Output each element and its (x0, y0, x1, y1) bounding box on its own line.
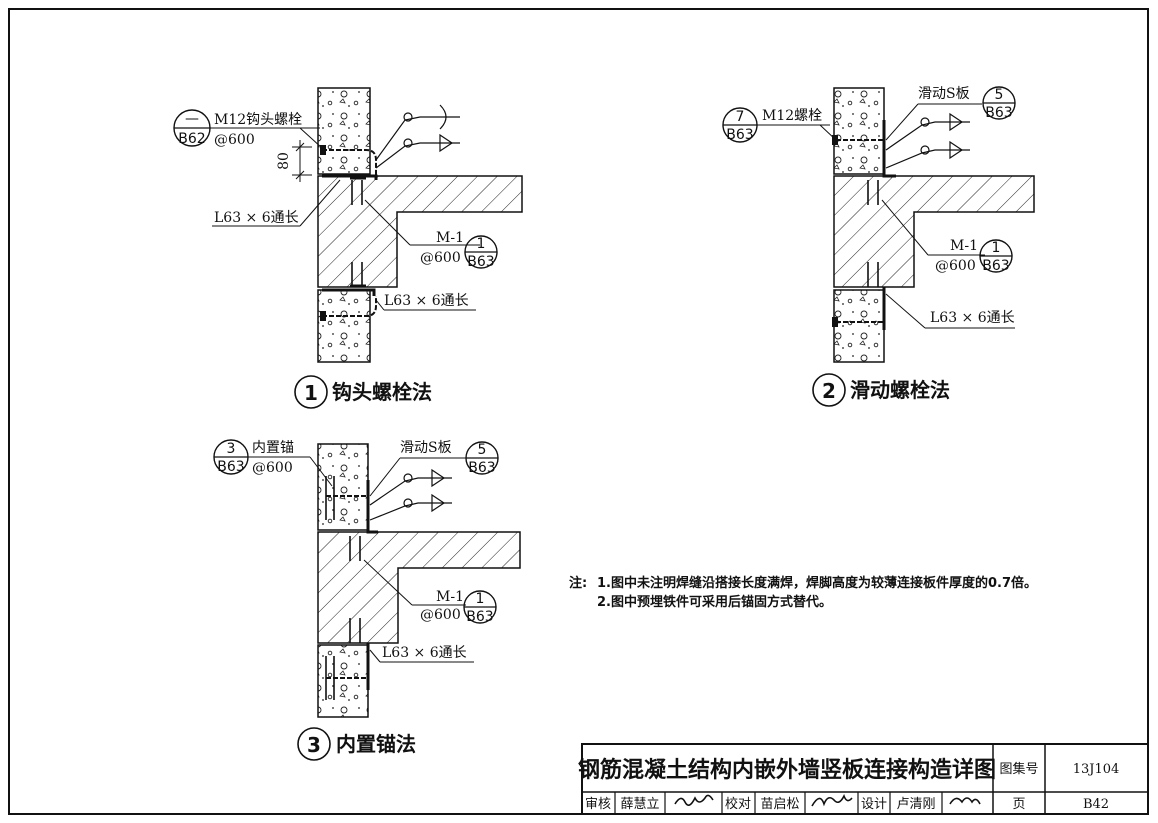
embed-label: M-1 (436, 589, 464, 605)
caption-num-3: 3 (307, 733, 321, 757)
embed-ref-num: 1 (476, 591, 485, 607)
detail-1-hook-bolt: — B62 M12钩头螺栓 @600 80 L63 × 6通长 M-1 @600… (173, 87, 523, 409)
concrete-slab-beam (317, 531, 521, 644)
embed-spacing: @600 (420, 607, 461, 623)
notes: 注: 1.图中未注明焊缝沿搭接长度满焊，焊脚高度为较薄连接板件厚度的0.7倍。 … (569, 575, 1037, 610)
design-signature (949, 797, 981, 805)
embed-spacing: @600 (935, 258, 976, 274)
bolt-label: M12钩头螺栓 (214, 112, 302, 128)
weld-symbols (369, 468, 452, 521)
notes-prefix: 注: (569, 575, 587, 591)
title-block: 钢筋混凝土结构内嵌外墙竖板连接构造详图 图集号 13J104 页 B42 审核 … (578, 743, 1149, 815)
hook-bolt-lower (322, 296, 377, 317)
review-signature (674, 794, 714, 806)
atlas-number: 13J104 (1073, 762, 1120, 777)
bolt-ref-page: B63 (726, 127, 753, 143)
angle-upper-label: L63 × 6通长 (214, 210, 299, 226)
check-name: 苗启松 (760, 797, 799, 812)
embed-spacing: @600 (420, 250, 461, 266)
check-label: 校对 (725, 796, 751, 812)
embedded-anchors (350, 176, 366, 288)
concrete-slab-beam (833, 175, 1035, 288)
bolt-ref-num: — (185, 111, 199, 127)
anchor-label: 内置锚 (252, 440, 294, 456)
detail-3-embedded-anchor: 3 B63 内置锚 @600 滑动S板 5 B63 M-1 @600 1 B63… (213, 439, 521, 761)
angle-lower-label: L63 × 6通长 (930, 310, 1015, 326)
wall-panel-upper (317, 87, 371, 175)
embedded-anchors (867, 180, 879, 287)
angle-lower-label: L63 × 6通长 (384, 293, 469, 309)
bolt-ref-page: B62 (178, 131, 205, 147)
page-label: 页 (1012, 797, 1025, 812)
anchor-ref-page: B63 (217, 459, 244, 475)
embedded-anchor-bolts (325, 476, 368, 700)
detail-2-sliding-bolt: 7 B63 M12螺栓 滑动S板 5 B63 M-1 @600 1 B63 L6… (722, 85, 1035, 407)
caption-num-1: 1 (304, 381, 318, 405)
bolt-ref-num: 7 (736, 109, 745, 125)
embed-ref-num: 1 (992, 240, 1001, 256)
weld-symbols (885, 112, 970, 169)
wall-panel-lower (833, 289, 885, 363)
angle-lower-label: L63 × 6通长 (382, 645, 467, 661)
plate-ref-num: 5 (478, 442, 487, 458)
drawing-title: 钢筋混凝土结构内嵌外墙竖板连接构造详图 (578, 757, 996, 783)
caption-3: 内置锚法 (336, 732, 416, 756)
sheet-border (8, 8, 1149, 815)
notes-line-2: 2.图中预埋铁件可采用后锚固方式替代。 (597, 594, 832, 610)
anchor-ref-num: 3 (227, 441, 236, 457)
embed-ref-num: 1 (477, 236, 486, 252)
plate-ref-page: B63 (468, 460, 495, 476)
concrete-slab-beam (317, 175, 523, 288)
caption-num-2: 2 (822, 379, 836, 403)
plate-label: 滑动S板 (918, 85, 970, 102)
bolt-label: M12螺栓 (762, 108, 822, 124)
embed-ref-page: B63 (982, 258, 1009, 274)
caption-2: 滑动螺栓法 (850, 378, 950, 402)
weld-symbols (375, 104, 460, 169)
notes-line-1: 1.图中未注明焊缝沿搭接长度满焊，焊脚高度为较薄连接板件厚度的0.7倍。 (597, 575, 1037, 591)
plate-ref-num: 5 (995, 87, 1004, 103)
sliding-s-plate (882, 120, 896, 178)
embed-ref-page: B63 (467, 254, 494, 270)
dimension-80 (292, 140, 312, 182)
review-label: 审核 (585, 797, 611, 812)
wall-panel-lower (317, 289, 371, 363)
atlas-label: 图集号 (999, 761, 1038, 777)
angle-steel-lower (322, 288, 376, 296)
review-name: 薛慧立 (620, 796, 659, 812)
angle-steel-upper (322, 174, 378, 180)
wall-panel-upper (833, 87, 885, 175)
design-name: 卢清刚 (896, 796, 935, 812)
sliding-s-plate (366, 480, 378, 534)
caption-1: 钩头螺栓法 (332, 380, 432, 404)
check-signature (811, 794, 853, 807)
design-label: 设计 (861, 797, 887, 812)
dim-80-text: 80 (276, 152, 292, 170)
page-number: B42 (1083, 797, 1109, 812)
embed-label: M-1 (436, 230, 464, 246)
plate-label: 滑动S板 (400, 439, 452, 456)
plate-ref-page: B63 (985, 105, 1012, 121)
bolt-spacing: @600 (214, 132, 255, 148)
embed-ref-page: B63 (466, 609, 493, 625)
embed-label: M-1 (950, 238, 978, 254)
anchor-spacing: @600 (252, 460, 293, 476)
